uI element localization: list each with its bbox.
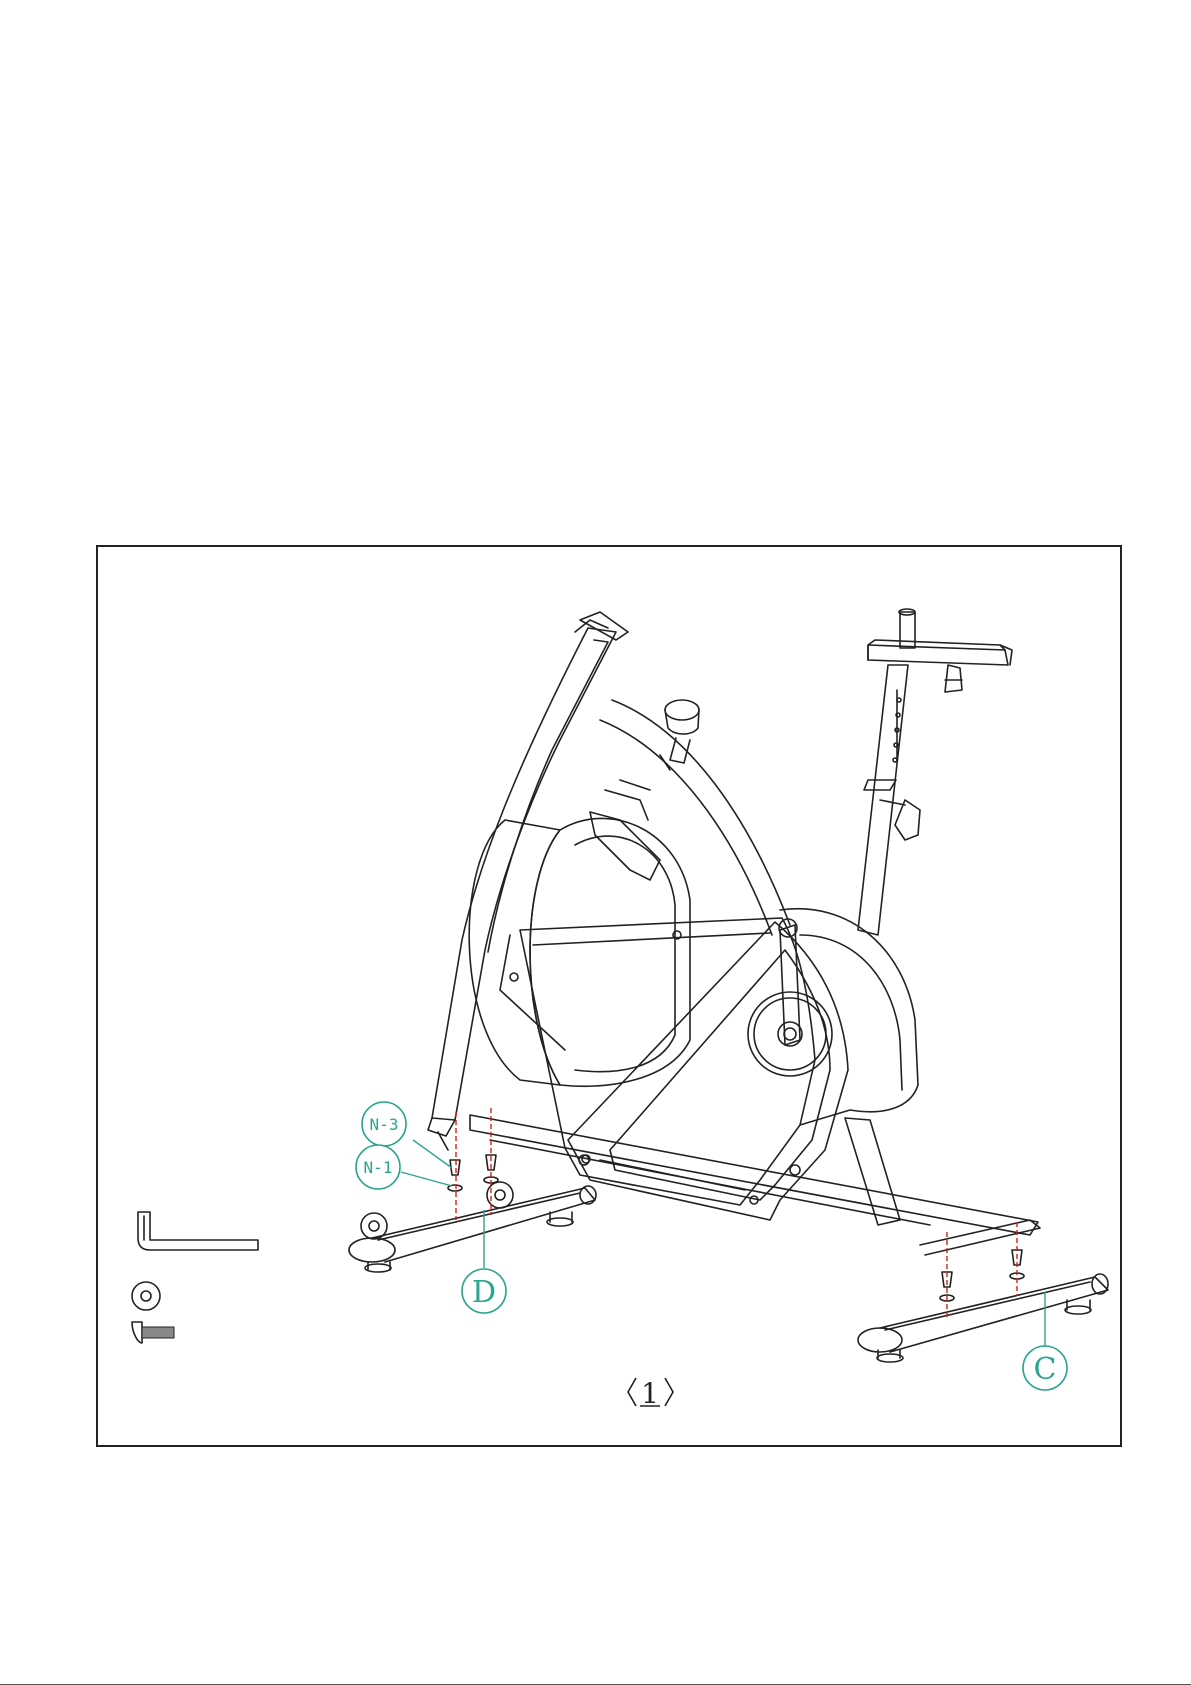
top-tube bbox=[600, 700, 790, 935]
callout-n3-label: N-3 bbox=[370, 1115, 399, 1134]
rear-stabilizer bbox=[858, 1274, 1108, 1362]
callout-c-label: C bbox=[1034, 1352, 1057, 1387]
seat-adjust-knob bbox=[880, 800, 920, 840]
step-number: 1 bbox=[628, 1377, 673, 1410]
exploded-hardware bbox=[448, 1155, 1024, 1301]
callout-n1-label: N-1 bbox=[364, 1158, 393, 1177]
brake-bracket bbox=[590, 780, 660, 880]
seat-post bbox=[858, 609, 915, 935]
allen-key-icon bbox=[138, 1212, 258, 1250]
rear-shroud bbox=[780, 909, 918, 1125]
step-number-label: 1 bbox=[641, 1377, 659, 1410]
bolt-icon bbox=[132, 1322, 174, 1343]
front-stabilizer bbox=[349, 1182, 596, 1272]
crank-arm bbox=[748, 919, 832, 1076]
handlebar-post bbox=[428, 612, 628, 1150]
resistance-knob bbox=[660, 700, 699, 770]
seat-slider bbox=[868, 640, 1012, 692]
callout-d-label: D bbox=[472, 1275, 496, 1310]
washer-icon bbox=[132, 1282, 160, 1310]
assembly-guide-lines bbox=[456, 1108, 1017, 1320]
